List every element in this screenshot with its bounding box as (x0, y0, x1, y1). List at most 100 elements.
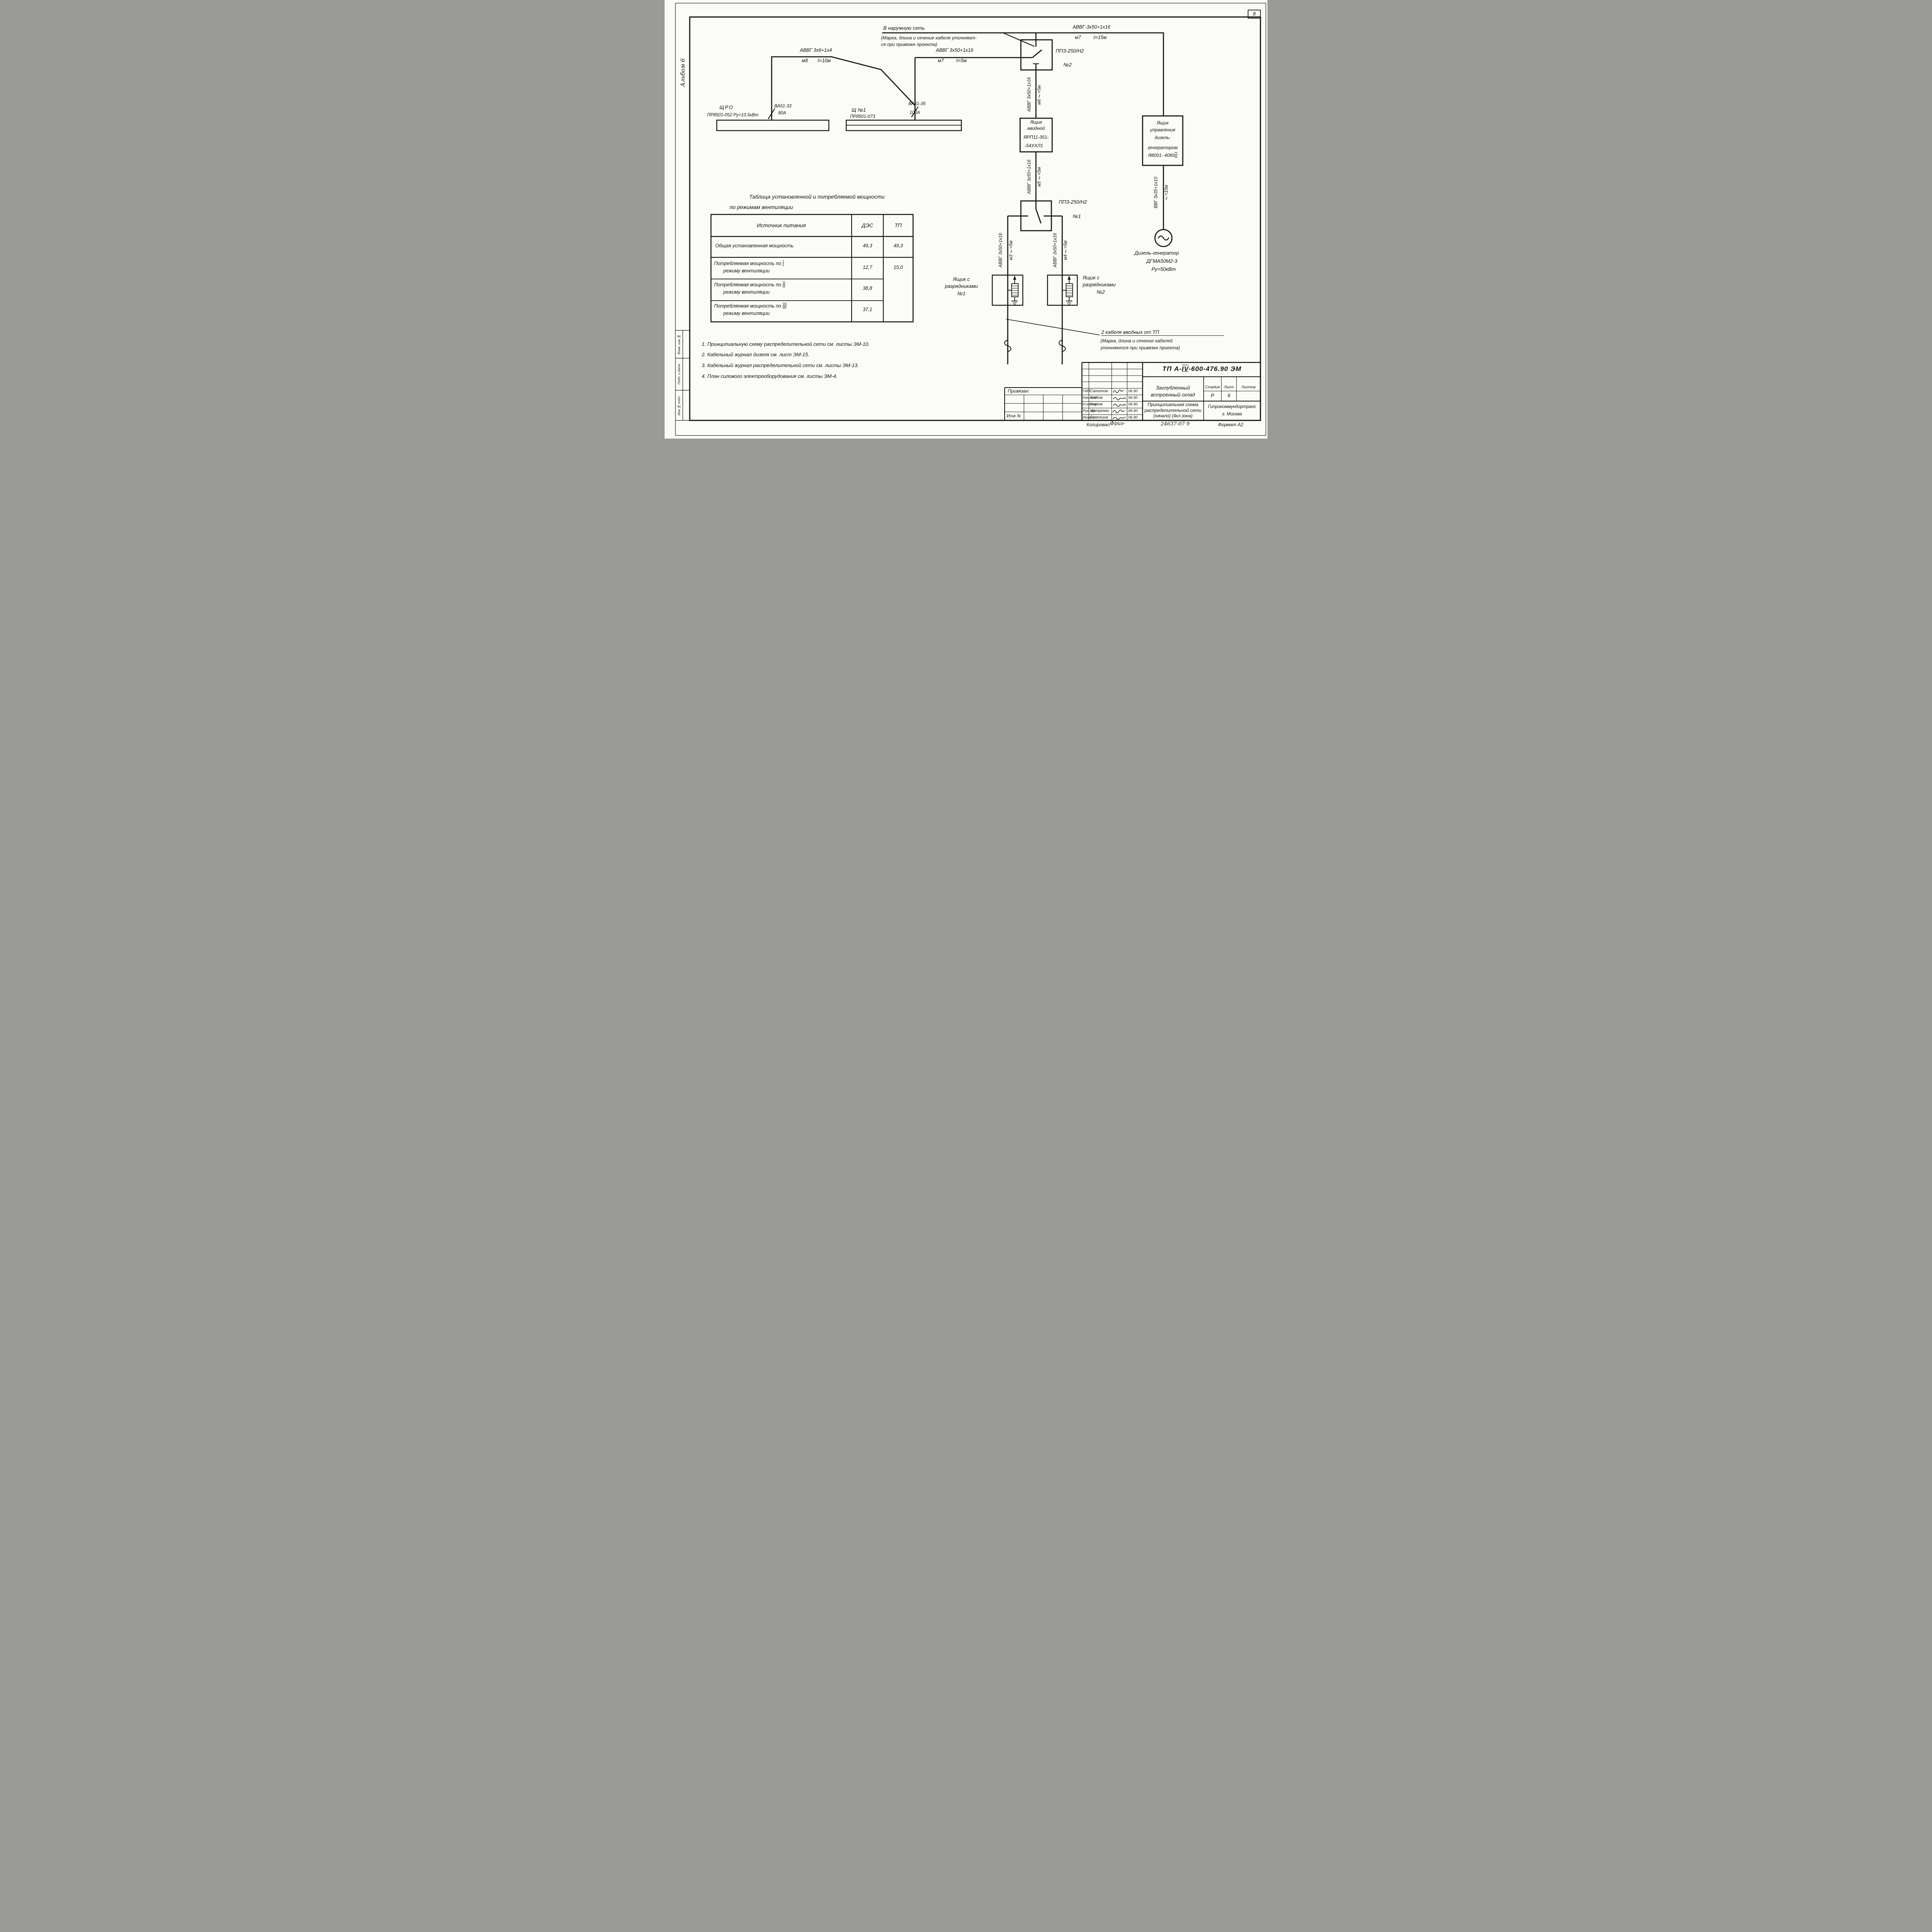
table-header-source: Источник питания (757, 222, 806, 228)
cable-label-m6-mark: м6 ℓ=5м (1037, 85, 1042, 105)
input-box-line3: ЯРП11-351- (1023, 134, 1049, 140)
outer-border (675, 3, 1266, 436)
dg-box-line2: управления (1150, 127, 1175, 133)
sig-date-3: 06.90 (1128, 402, 1138, 406)
ppz1-label: ППЗ-250/Н2 (1059, 199, 1087, 205)
sig-role-1: ГИП (1083, 389, 1090, 393)
breaker-va51-35-amp: 100А (910, 111, 920, 115)
scheme-name-2: распределительной сети (1144, 408, 1202, 413)
table-row4-label-2: режиму вентиляции (723, 311, 770, 316)
generator-name: Дизель-генератор (1134, 250, 1179, 256)
switch-box-ppz2 (1020, 39, 1053, 71)
privyazan-label: Привязан: (1008, 388, 1030, 394)
breaker-va51-33-amp: 80А (778, 111, 786, 116)
sig-date-4: 06.90 (1128, 409, 1138, 413)
table-row3-label-2: режиму вентиляции (723, 289, 770, 295)
input-box-line4: -54УХЛ1 (1024, 143, 1043, 148)
leader-line (1006, 319, 1100, 335)
arrester1-label-1: Ящик с (953, 276, 970, 282)
schro-title: ЩРО (719, 104, 734, 110)
note-3: 3. Кабельный журнал распределительной се… (702, 362, 859, 368)
note-2: 2. Кабельный журнал дизеля см. лист ЭМ-1… (702, 352, 810, 357)
cable-label-m7-15-len: ℓ=15м (1094, 35, 1107, 40)
format-label: Формат А2 (1218, 422, 1243, 427)
dg-control-box (1142, 115, 1184, 166)
cable-label-m8-mark: м8 (802, 58, 808, 63)
sig-name-1: Сатитов (1090, 389, 1108, 393)
generator-power: Ру=50кВт (1151, 266, 1176, 272)
tp-note-line2: (Марка, длина и сечение кабелей (1100, 338, 1173, 344)
page-number: 8 (1253, 11, 1256, 17)
sig-name-2: Козлов (1090, 396, 1103, 400)
input-box (1019, 117, 1053, 153)
cable-label-dg-len: ℓ=10м (1164, 185, 1169, 200)
object-name-1: Заглубленный (1156, 385, 1190, 391)
page-number-box (1248, 10, 1261, 19)
table-row4-des: 37,1 (862, 307, 872, 312)
cable-label-dg-type: ВВГ 3х35+1х10 (1154, 177, 1158, 208)
schro-sub: ПР8501-052 Ру=10,5кВт (707, 113, 759, 117)
margin-cell-vzam: Взам. инв.№ (677, 334, 681, 354)
cable-label-m8-type: АВВГ 3х6+1х4 (800, 48, 832, 53)
dg-box-line1: Ящик (1156, 120, 1169, 126)
table-header-des: ДЭС (862, 222, 873, 228)
org-city: г. Москва (1222, 412, 1242, 417)
input-box-line1: Ящик (1030, 119, 1042, 125)
busbar-sch1 (845, 119, 962, 131)
dg-box-line4: генератором (1148, 145, 1178, 150)
wires (768, 32, 1164, 364)
signature-marks (1112, 389, 1126, 420)
table-row3-des: 38,8 (862, 286, 872, 291)
margin-cells (675, 330, 690, 421)
cable-label-m7-5-type: АВВГ 3х50+1х16 (936, 48, 973, 53)
sig-date-2: 06.90 (1128, 396, 1138, 400)
sig-name-3: Козлов (1090, 402, 1103, 406)
table-title-2: по режимам вентиляции (730, 204, 793, 210)
album-label: Альбом 6 (679, 58, 686, 87)
copied-by-signature: Фриг- (1110, 421, 1125, 427)
inv-no-label: Инв № (1007, 413, 1021, 418)
cable-label-m6-type: АВВГ 3х50+1х16 (1027, 77, 1032, 112)
cable-label-m8-len: ℓ=10м (818, 58, 831, 63)
table-row2-label-2: режиму вентиляции (723, 268, 770, 274)
input-box-line2: вводной (1027, 126, 1045, 131)
cable-label-m7-15-type: АВВГ-3х50+1х16 (1073, 24, 1111, 30)
arrester-box-1 (992, 274, 1024, 306)
external-net-note-2: ся при привязке проекта) (881, 42, 937, 47)
generator-model: ДГМА50М2-3 (1146, 258, 1177, 264)
sig-role-3: Н.контр (1083, 402, 1097, 406)
sig-name-5: Самохина (1090, 415, 1108, 420)
cable-break-marks (1004, 340, 1066, 352)
scheme-name-1: Принципиальная схема (1147, 402, 1199, 407)
arrester2-label-2: разрядниками (1083, 282, 1116, 287)
table-row1-label: Общая установленная мощность (715, 243, 794, 248)
dg-box-line5: Я8001- 4085II (1148, 153, 1177, 158)
margin-cell-podp: Подп. и дата (677, 364, 681, 385)
table-row2-label-1: Потребляемая мощность по I (714, 261, 784, 266)
table-row2-tp: 15,0 (893, 265, 903, 270)
drawing-sheet: 8 Альбом 6 Взам. инв.№ Подп. и дата Инв.… (665, 0, 1267, 439)
table-title-1: Таблица установленной и потребляемой мощ… (749, 194, 885, 200)
sheet-value: 6 (1227, 393, 1231, 398)
sig-date-5: 06.90 (1128, 415, 1138, 420)
stage-value: Р (1211, 393, 1214, 398)
arrester-symbol-1 (1008, 276, 1019, 305)
cable-label-m4-mark: м4 ℓ=5м (1063, 240, 1068, 260)
arrester2-label-1: Ящик с (1083, 275, 1100, 281)
sheets-label: Листов (1241, 385, 1256, 389)
table-row2-des: 12,7 (862, 265, 872, 270)
cable-label-m4-type: АВВГ 3х50+1х16 (1053, 233, 1058, 268)
margin-cell-inv: Инв.№ подл. (677, 395, 681, 415)
busbar-schro (716, 119, 830, 131)
arrester1-label-2: разрядниками (945, 283, 978, 289)
cable-label-m5-mark: м5 ℓ=5м (1037, 167, 1042, 187)
stage-label: Стадия (1205, 385, 1220, 389)
doc-designation: ТП А-IV-600-476.90 ЭМ (1162, 365, 1242, 372)
power-table-grid (710, 214, 914, 323)
main-frame (689, 16, 1261, 421)
cable-label-m5-type: АВВГ 3х50+1х16 (1027, 159, 1032, 194)
note-4: 4. План силового электрооборудования см.… (702, 373, 838, 379)
sch1-sub: ПР8501-073 (850, 114, 875, 119)
sheet-label: Лист (1224, 385, 1234, 389)
note-1: 1. Принципиальную схему распределительно… (702, 341, 870, 347)
